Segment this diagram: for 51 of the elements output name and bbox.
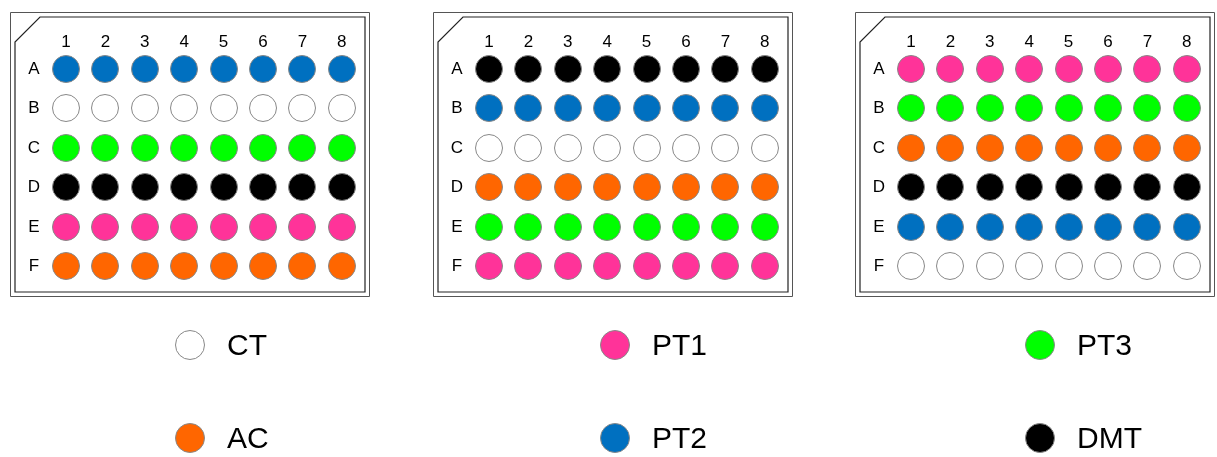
row-letter: B <box>27 99 41 117</box>
column-number: 6 <box>257 33 269 50</box>
column-number: 1 <box>483 33 495 50</box>
column-number: 4 <box>601 33 613 50</box>
column-number: 8 <box>759 33 771 50</box>
column-number: 3 <box>562 33 574 50</box>
row-letter: A <box>450 60 464 77</box>
well-plate <box>10 12 370 297</box>
legend-label: PT1 <box>652 330 708 360</box>
column-number: 8 <box>1181 33 1193 50</box>
column-number: 1 <box>905 33 917 50</box>
well-plate <box>433 12 793 297</box>
column-number: 3 <box>139 33 151 50</box>
legend-label: AC <box>227 423 269 453</box>
row-letter: E <box>450 217 464 235</box>
row-letter: B <box>450 99 464 117</box>
column-number: 5 <box>1062 33 1075 50</box>
row-letter: F <box>27 257 41 274</box>
row-letter: C <box>26 138 42 156</box>
column-number: 2 <box>99 33 112 50</box>
row-letter: A <box>27 60 41 77</box>
row-letter: F <box>872 257 886 274</box>
column-number: 5 <box>640 33 653 50</box>
column-number: 2 <box>522 33 535 50</box>
row-letter: D <box>26 178 42 196</box>
column-number: 3 <box>984 33 996 50</box>
well-plate <box>855 12 1215 297</box>
legend-label: PT2 <box>652 423 708 453</box>
column-number: 4 <box>178 33 190 50</box>
row-letter: E <box>27 217 41 235</box>
legend-label: PT3 <box>1077 330 1133 360</box>
column-number: 5 <box>217 33 230 50</box>
row-letter: C <box>449 138 465 156</box>
legend-label: CT <box>227 330 267 360</box>
column-number: 7 <box>719 33 732 50</box>
column-number: 1 <box>60 33 72 50</box>
row-letter: F <box>450 257 464 274</box>
column-number: 2 <box>944 33 957 50</box>
row-letter: B <box>872 99 886 117</box>
column-number: 4 <box>1023 33 1035 50</box>
row-letter: C <box>871 138 887 156</box>
row-letter: D <box>871 178 887 196</box>
row-letter: D <box>449 178 465 196</box>
row-letter: E <box>872 217 886 235</box>
row-letter: A <box>872 60 886 77</box>
column-number: 6 <box>1102 33 1114 50</box>
column-number: 6 <box>680 33 692 50</box>
column-number: 7 <box>1141 33 1154 50</box>
legend-label: DMT <box>1077 423 1142 453</box>
column-number: 7 <box>296 33 309 50</box>
column-number: 8 <box>336 33 348 50</box>
